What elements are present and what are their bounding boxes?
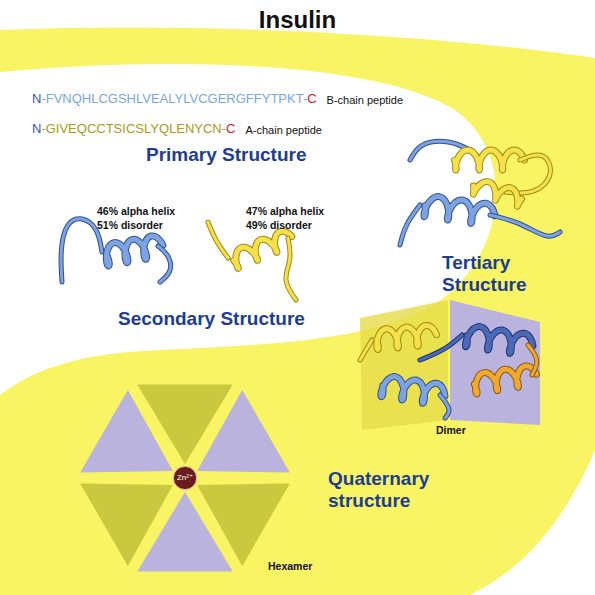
disordered-coil xyxy=(420,335,462,360)
alpha-helix-outline xyxy=(381,377,445,404)
dimer-backdrop xyxy=(450,300,540,425)
title: Insulin xyxy=(0,6,595,34)
part-label: Dimer xyxy=(436,424,466,436)
disordered-coil-outline xyxy=(528,345,537,375)
disordered-coil xyxy=(286,238,296,300)
dimer-backdrop xyxy=(360,300,448,430)
white-swirl xyxy=(0,64,496,395)
alpha-helix xyxy=(424,197,495,224)
protein-drawings xyxy=(61,141,560,571)
disordered-coil xyxy=(400,205,420,245)
disordered-coil-outline xyxy=(490,215,560,236)
b-chain-secondary xyxy=(61,219,171,282)
terminus-c: C xyxy=(226,122,235,137)
terminus-c: C xyxy=(307,92,316,107)
level-heading: Quaternary structure xyxy=(328,468,468,512)
metal-ion: Zn²⁺ xyxy=(173,466,196,489)
stat-note: 47% alpha helix xyxy=(246,205,324,217)
part-label: Hexamer xyxy=(268,560,312,572)
alpha-helix xyxy=(106,236,163,266)
monomer-triangle xyxy=(80,390,173,473)
level-heading: Tertiary Structure xyxy=(442,252,562,296)
level-heading: Secondary Structure xyxy=(118,308,305,330)
alpha-helix-outline xyxy=(234,231,292,268)
disordered-coil xyxy=(158,246,171,282)
hexamer xyxy=(80,384,290,571)
alpha-helix-outline xyxy=(465,327,532,354)
alpha-helix-outline xyxy=(424,197,495,224)
dimer xyxy=(360,300,540,430)
disordered-coil-outline xyxy=(158,246,171,282)
alpha-helix-outline xyxy=(376,325,436,349)
a-chain-secondary xyxy=(208,222,296,300)
disordered-coil xyxy=(360,340,372,360)
disordered-coil xyxy=(528,345,537,375)
chain-name: B-chain peptide xyxy=(327,94,403,107)
disordered-coil-outline xyxy=(420,335,462,360)
alpha-helix xyxy=(465,327,532,354)
alpha-helix-outline xyxy=(455,150,525,170)
tertiary-structure xyxy=(400,141,560,245)
stat-note: 49% disorder xyxy=(246,219,312,231)
alpha-helix xyxy=(473,182,521,207)
alpha-helix xyxy=(381,377,445,404)
monomer-triangle xyxy=(80,483,173,566)
stat-note: 46% alpha helix xyxy=(97,205,175,217)
disordered-coil-outline xyxy=(208,222,228,258)
disordered-coil xyxy=(61,219,102,282)
level-heading: Primary Structure xyxy=(146,144,307,166)
disordered-coil-outline xyxy=(440,395,449,418)
alpha-helix xyxy=(474,366,536,394)
sequence: -GIVEQCCTSICSLYQLENYCN- xyxy=(41,122,226,137)
alpha-helix xyxy=(376,325,436,349)
white-corner xyxy=(470,450,595,595)
alpha-helix xyxy=(455,150,525,170)
disordered-coil xyxy=(440,395,449,418)
yellow-band xyxy=(0,28,595,595)
disordered-coil-outline xyxy=(61,219,102,282)
disordered-coil xyxy=(208,222,228,258)
monomer-triangle xyxy=(197,390,290,473)
stat-note: 51% disorder xyxy=(97,219,163,231)
alpha-helix-outline xyxy=(473,182,521,207)
sequence: -FVNQHLCGSHLVEALYLVCGERGFFYTPKT- xyxy=(41,92,307,107)
disordered-coil-outline xyxy=(400,205,420,245)
terminus-n: N xyxy=(32,122,41,137)
alpha-helix-outline xyxy=(474,366,536,394)
disordered-coil-outline xyxy=(360,340,372,360)
alpha-helix xyxy=(234,231,292,268)
chain-name: A-chain peptide xyxy=(245,124,321,137)
alpha-helix-outline xyxy=(106,236,163,266)
ion-label: Zn²⁺ xyxy=(177,473,193,482)
terminus-n: N xyxy=(32,92,41,107)
disordered-coil-outline xyxy=(286,238,296,300)
disordered-coil xyxy=(490,215,560,236)
